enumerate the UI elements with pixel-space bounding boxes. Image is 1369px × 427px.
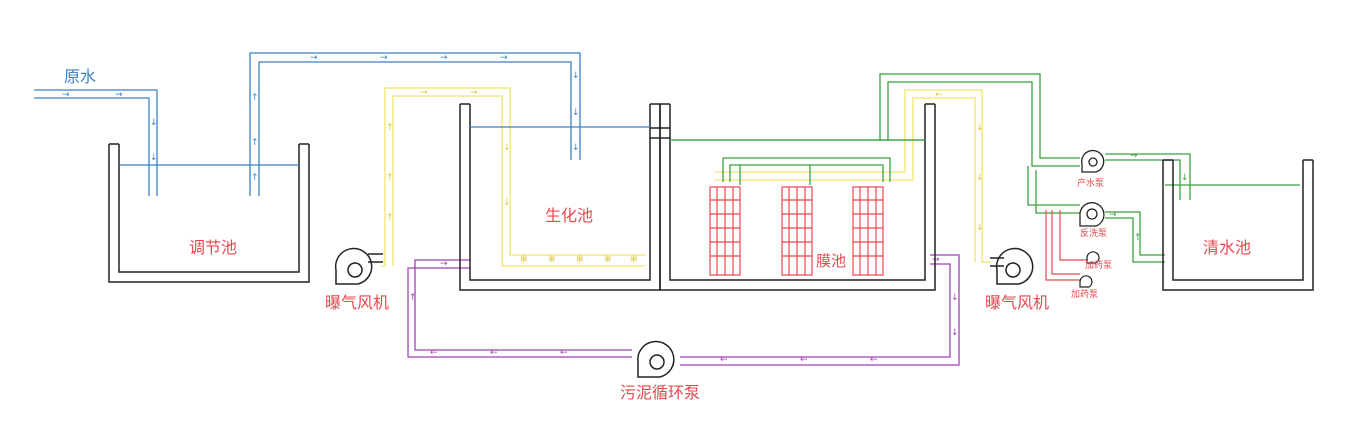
svg-text:→: → — [62, 90, 70, 100]
membrane-aeration-pipe — [715, 89, 990, 263]
svg-text:✻: ✻ — [548, 255, 556, 265]
sludge-pump-label: 污泥循环泵 — [620, 383, 701, 402]
bio-tank-label: 生化池 — [545, 206, 594, 225]
membrane-module-3 — [852, 186, 884, 276]
membrane-header — [722, 157, 891, 185]
blower-left-icon — [334, 247, 383, 285]
svg-text:→: → — [420, 88, 428, 98]
backwash-pump-label: 反洗泵 — [1080, 229, 1108, 239]
svg-text:←: ← — [800, 355, 808, 365]
equalization-tank-label: 调节池 — [189, 238, 238, 257]
svg-text:↓: ↓ — [976, 223, 984, 233]
membrane-tank — [650, 103, 936, 291]
svg-text:✻: ✻ — [576, 255, 584, 265]
svg-text:↓: ↓ — [951, 293, 959, 303]
svg-text:→: → — [380, 53, 388, 63]
svg-text:↑: ↑ — [251, 93, 259, 103]
svg-text:↓: ↓ — [976, 123, 984, 133]
svg-text:↓: ↓ — [503, 198, 511, 208]
product-pump-label: 产水泵 — [1077, 179, 1105, 189]
svg-text:→: → — [470, 88, 478, 98]
dosing-pipes — [1045, 210, 1088, 281]
svg-text:↑: ↑ — [386, 123, 394, 133]
dosing-pump-2-icon — [1079, 275, 1093, 288]
svg-text:→: → — [932, 255, 940, 265]
svg-text:↓: ↓ — [503, 143, 511, 153]
dosing-pump-2-label: 加药泵 — [1071, 290, 1099, 300]
svg-text:↓: ↓ — [1181, 173, 1189, 183]
product-water-pipe — [672, 73, 1300, 263]
svg-text:↑: ↑ — [251, 173, 259, 183]
product-pump-icon — [1081, 149, 1105, 173]
bio-aeration-pipe — [381, 87, 645, 267]
svg-text:↓: ↓ — [572, 71, 580, 81]
svg-text:→: → — [1130, 151, 1138, 161]
svg-text:←: ← — [720, 355, 728, 365]
svg-text:↓: ↓ — [150, 153, 158, 163]
svg-text:↓: ↓ — [572, 108, 580, 118]
svg-text:←: ← — [560, 348, 568, 358]
svg-text:↑: ↑ — [386, 173, 394, 183]
raw-water-pipe — [34, 89, 158, 196]
svg-text:↓: ↓ — [976, 173, 984, 183]
svg-text:↑: ↑ — [1134, 233, 1142, 243]
membrane-module-1 — [709, 186, 741, 276]
dosing-pump-1-label: 加药泵 — [1085, 261, 1113, 271]
svg-text:✻: ✻ — [604, 255, 612, 265]
flow-arrows: → → ↓ ↓ ↑ ↑ ↑ → → → → ↓ ↓ ↓ ↑ ↑ ↑ → → ↓ … — [62, 53, 1189, 365]
bio-diffusers: ✻ ✻ ✻ ✻ ✻ — [520, 255, 638, 265]
sludge-return-pipe — [407, 254, 960, 366]
svg-text:→: → — [1109, 210, 1117, 220]
svg-text:→: → — [310, 53, 318, 63]
svg-text:→: → — [440, 53, 448, 63]
membrane-module-2 — [781, 186, 813, 276]
blower-left-label: 曝气风机 — [325, 293, 390, 312]
svg-text:✻: ✻ — [630, 255, 638, 265]
svg-text:↑: ↑ — [409, 293, 417, 303]
svg-text:✻: ✻ — [520, 255, 528, 265]
svg-text:→: → — [500, 53, 508, 63]
equalization-tank — [108, 143, 310, 283]
membrane-tank-label: 膜池 — [816, 252, 847, 270]
svg-text:↑: ↑ — [251, 138, 259, 148]
svg-text:→: → — [440, 259, 448, 269]
dosing-pump-1-icon — [1086, 251, 1100, 264]
blower-right-icon — [990, 247, 1034, 285]
svg-text:←: ← — [870, 355, 878, 365]
clean-water-tank — [1162, 159, 1314, 291]
backwash-pump-icon — [1079, 202, 1105, 227]
svg-text:↓: ↓ — [150, 118, 158, 128]
sludge-pump-icon — [637, 340, 675, 378]
svg-text:←: ← — [490, 348, 498, 358]
svg-text:↓: ↓ — [572, 143, 580, 153]
svg-text:↑: ↑ — [386, 213, 394, 223]
transfer-pipe — [249, 52, 581, 196]
svg-text:↓: ↓ — [951, 328, 959, 338]
svg-text:→: → — [115, 90, 123, 100]
svg-text:←: ← — [935, 90, 943, 100]
svg-text:←: ← — [430, 348, 438, 358]
blower-right-label: 曝气风机 — [985, 293, 1050, 312]
raw-water-label: 原水 — [64, 67, 97, 86]
clean-water-tank-label: 清水池 — [1203, 238, 1252, 257]
